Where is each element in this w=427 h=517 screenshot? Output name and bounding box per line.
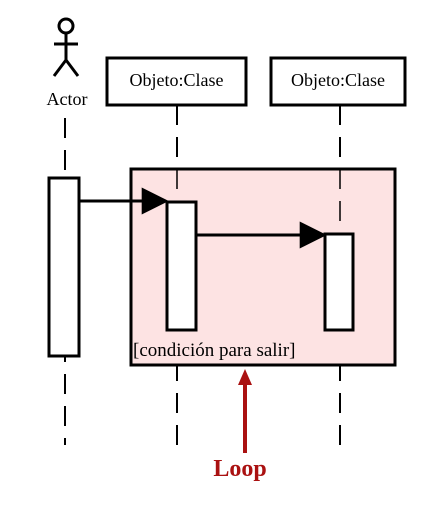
loop-callout-arrowhead [238,369,252,385]
object-box-2 [269,56,407,107]
object2-activation-bar [323,232,355,332]
object1-activation-bar [165,200,198,332]
actor-label: Actor [47,89,88,109]
actor-icon [52,17,80,77]
object-label-1: Objeto:Clase [130,70,224,90]
object-label-2: Objeto:Clase [291,70,385,90]
loop-callout-label: Loop [213,456,266,482]
loop-guard-label: [condición para salir] [133,340,295,361]
object-box-1 [105,56,248,107]
actor-activation-bar [47,176,81,358]
